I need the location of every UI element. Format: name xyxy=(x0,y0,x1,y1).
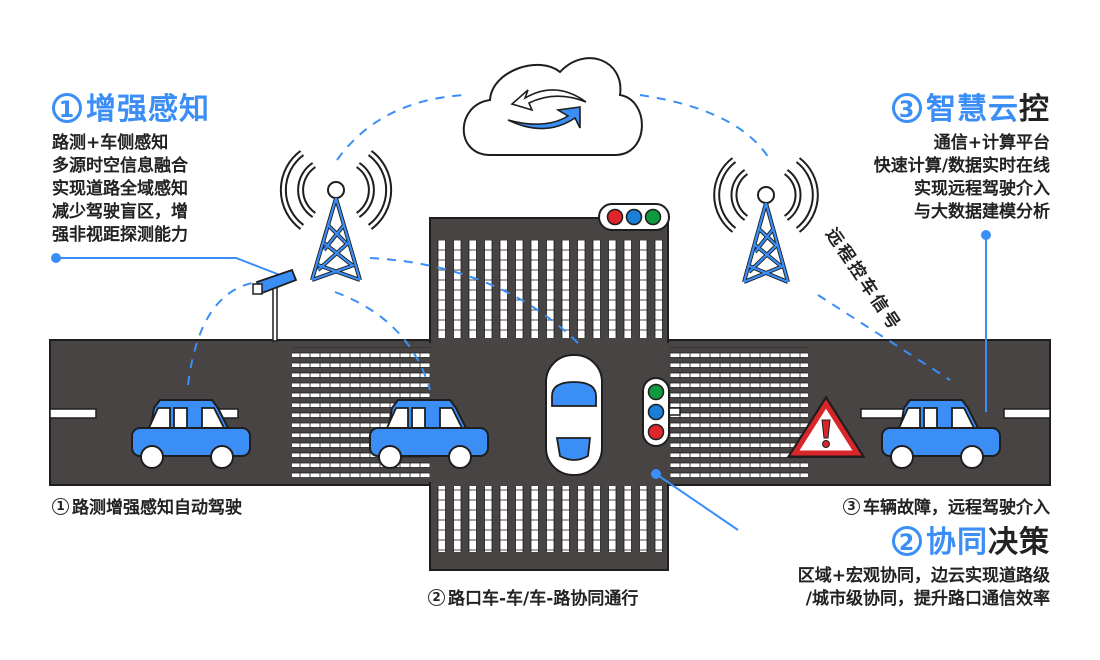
traffic-light-icon xyxy=(642,377,670,447)
traffic-light-icon xyxy=(598,203,670,231)
car-icon xyxy=(545,354,603,476)
cloud-control-description: 通信+计算平台 快速计算/数据实时在线 实现远程驾驶介入 与大数据建模分析 xyxy=(873,133,1050,222)
callout-dot xyxy=(51,253,61,263)
crosswalk-right xyxy=(670,347,808,477)
cloud-sync-icon xyxy=(462,57,643,156)
signal-links xyxy=(187,94,951,391)
section-number-badge: 3 xyxy=(892,92,922,123)
signal-tower-icon xyxy=(713,157,819,284)
signal-tower-icon xyxy=(279,150,393,282)
collab-decision-title: 协同 xyxy=(926,525,988,560)
car-icon xyxy=(131,399,251,469)
crosswalk-bottom xyxy=(432,486,666,552)
perception-title: 增强感知 xyxy=(86,92,210,127)
callout-lines xyxy=(56,235,987,531)
perception-description: 路测+车侧感知 多源时空信息融合 实现道路全域感知 减少驾驶盲区，增 强非视距探… xyxy=(52,133,188,245)
callout-dot xyxy=(981,230,991,240)
section-number-badge: 1 xyxy=(52,92,82,123)
collab-decision-description: 区域+宏观协同，边云实现道路级 /城市级协同，提升路口通信效率 xyxy=(797,566,1050,609)
cloud-control-title: 智慧云 xyxy=(926,92,1019,127)
roadside-camera-icon xyxy=(252,268,298,342)
warning-triangle-icon xyxy=(786,395,866,458)
section-number-badge: 2 xyxy=(892,525,922,556)
callout-dot xyxy=(651,469,661,479)
crosswalk-top xyxy=(432,240,666,338)
